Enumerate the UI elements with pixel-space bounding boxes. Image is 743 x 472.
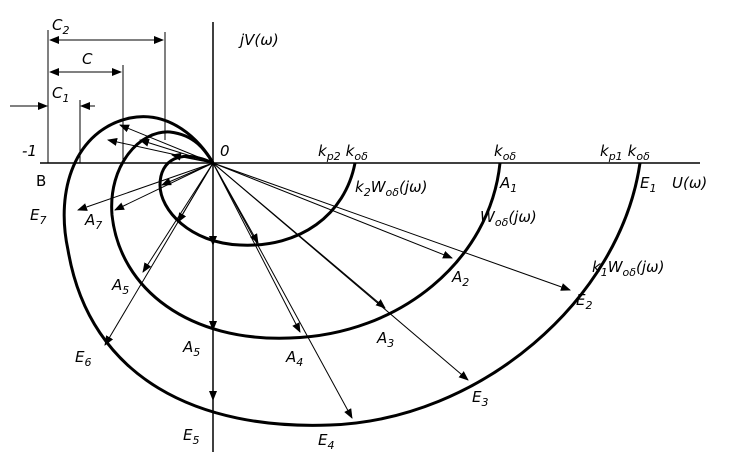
svg-text:E4: E4 (318, 431, 334, 452)
svg-text:E6: E6 (75, 348, 91, 369)
svg-text:E2: E2 (576, 291, 592, 312)
label-minus-one: -1 (22, 142, 37, 160)
label-c: C (82, 50, 93, 68)
label-real-axis: U(ω) (672, 174, 707, 192)
label-imag-axis: jV(ω) (238, 31, 279, 49)
svg-text:A5: A5 (111, 276, 129, 297)
inner-curve-k2W (158, 154, 357, 247)
svg-text:E3: E3 (472, 388, 488, 409)
svg-text:E7: E7 (30, 206, 46, 227)
svg-text:A1: A1 (499, 174, 517, 195)
middle-curve-W (110, 130, 502, 340)
label-kob: koδ (494, 142, 516, 163)
label-inner-curve: k2Woδ(jω) (355, 178, 427, 199)
svg-text:A2: A2 (451, 268, 469, 289)
vector-rays (77, 124, 571, 419)
svg-text:E1: E1 (640, 174, 656, 195)
dimension-lines (10, 30, 166, 163)
svg-text:A7: A7 (84, 211, 102, 232)
outer-curve-k1W (62, 115, 642, 427)
svg-text:A3: A3 (376, 329, 394, 350)
label-outer-curve: k1Woδ(jω) (592, 258, 664, 279)
svg-text:E5: E5 (183, 426, 199, 447)
svg-text:A4: A4 (285, 348, 303, 369)
label-c2: C2 (52, 16, 69, 37)
label-c1: C1 (52, 84, 69, 105)
point-labels: E1 E2 E3 E4 E5 E6 E7 A1 A2 A3 A4 A5 A5 A… (30, 174, 656, 452)
label-origin: 0 (220, 142, 230, 160)
label-middle-curve: Woδ(jω) (480, 208, 537, 229)
svg-text:A5: A5 (182, 338, 200, 359)
label-b: B (36, 172, 46, 190)
